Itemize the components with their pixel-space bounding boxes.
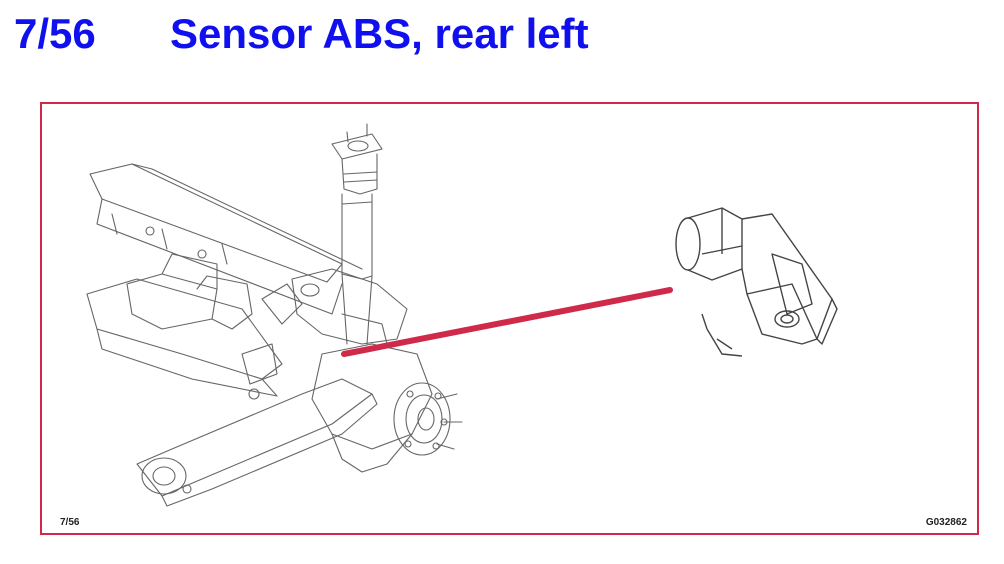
figure-ref-left: 7/56 — [60, 517, 80, 528]
pointer-line — [341, 287, 673, 357]
diagram-frame: 7/56 G032862 — [40, 102, 979, 535]
figure-ref-right: G032862 — [925, 517, 967, 528]
page-title: Sensor ABS, rear left — [170, 10, 589, 57]
trailing-arm-drawing — [136, 378, 378, 507]
subframe-drawing — [86, 163, 363, 397]
shock-absorber-drawing — [331, 123, 383, 345]
knuckle-hub-drawing — [311, 343, 463, 473]
page-number: 7/56 — [14, 10, 96, 57]
bracket-drawing — [241, 268, 408, 400]
suspension-diagram — [86, 123, 838, 507]
abs-sensor-drawing — [675, 207, 838, 357]
